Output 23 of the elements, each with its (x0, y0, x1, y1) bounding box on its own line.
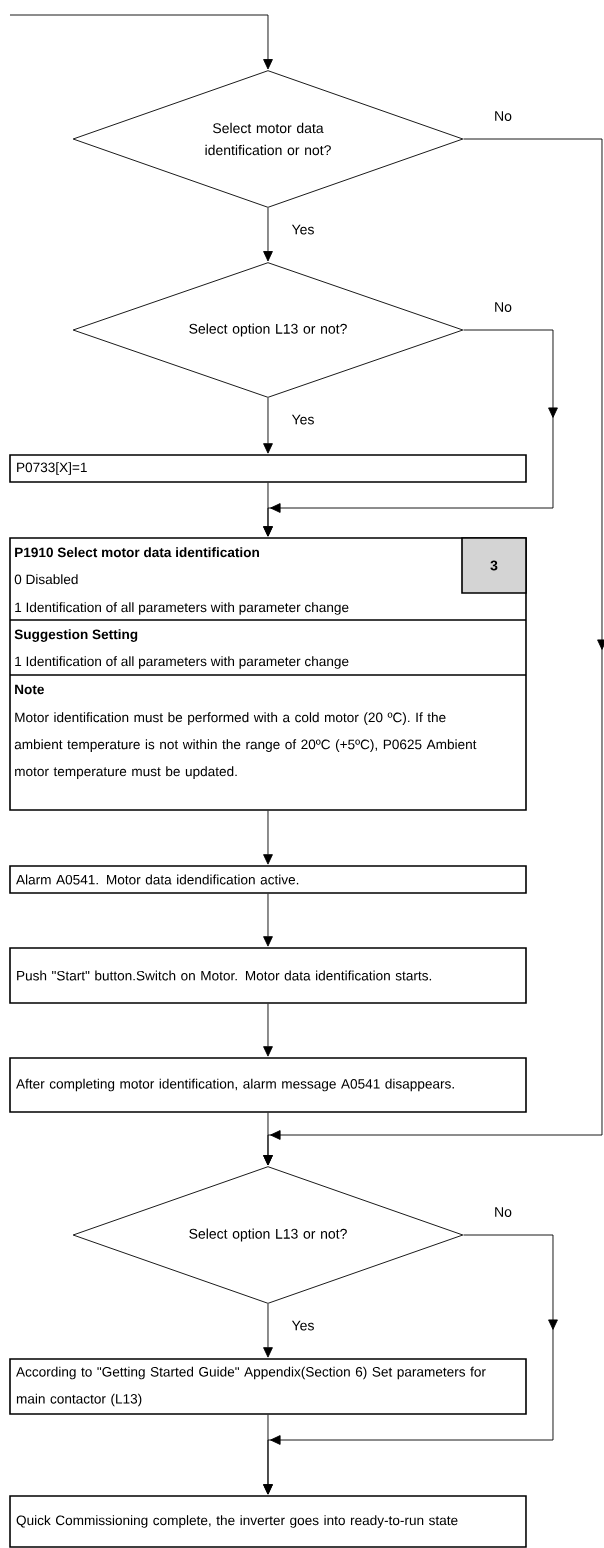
arrow (263, 1414, 273, 1495)
edge-label: Yes (290, 1319, 316, 1332)
edge-label: No (493, 1206, 513, 1218)
process-box: Alarm A0541. Motor data idendification active. (9, 865, 527, 894)
process-box: After completing motor identification, alarm message A0541 disappears. (9, 1057, 527, 1113)
edge-label: Yes (290, 223, 316, 236)
arrow (263, 207, 273, 262)
arrow (263, 810, 273, 865)
arrow (263, 397, 273, 454)
level-badge: 3 (461, 537, 527, 594)
arrow (9, 14, 273, 70)
arrow (263, 893, 273, 947)
process-box: Quick Commissioning complete, the inverter goes into ready-to-run state (9, 1495, 527, 1548)
process-box: Push "Start" button.Switch on Motor. Motor data identification starts. (9, 947, 527, 1004)
edge-label: Yes (290, 413, 316, 426)
arrow (263, 1112, 273, 1166)
process-box: P0733[X]=1 (9, 454, 527, 483)
arrow (263, 1003, 273, 1057)
edge-label: No (493, 110, 513, 122)
arrow (263, 1303, 273, 1358)
arrow (263, 482, 273, 537)
process-box: According to "Getting Started Guide" Appendix(Section 6) Set parameters for main contactor (L13) (9, 1358, 527, 1415)
edge-label: No (493, 301, 513, 313)
